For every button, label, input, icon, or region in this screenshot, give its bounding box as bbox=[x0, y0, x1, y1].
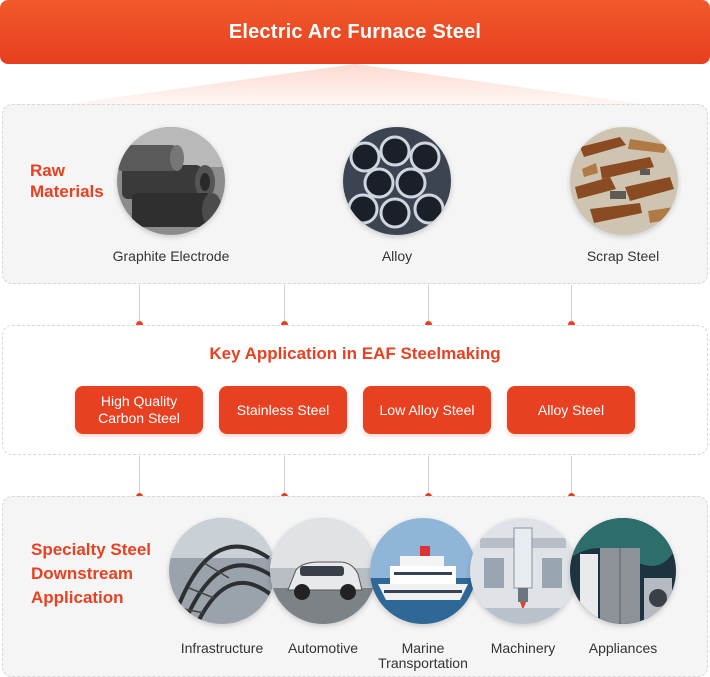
connector-line bbox=[571, 456, 572, 496]
downstream-application-title: Specialty Steel Downstream Application bbox=[31, 540, 152, 607]
connector-dot bbox=[568, 321, 575, 328]
connector-dot bbox=[281, 321, 288, 328]
downstream-label-appliances: Appliances bbox=[588, 640, 658, 656]
marine-photo bbox=[370, 518, 476, 624]
diagram-title-banner: Electric Arc Furnace Steel bbox=[0, 0, 710, 64]
application-pill-carbon-steel: High Quality Carbon Steel bbox=[75, 386, 203, 434]
raw-material-label-alloy: Alloy bbox=[381, 248, 413, 264]
raw-materials-title: Raw Materials bbox=[30, 161, 104, 201]
alloy-pipes-photo bbox=[343, 127, 451, 235]
automotive-photo bbox=[270, 518, 376, 624]
connector-line bbox=[428, 285, 429, 325]
appliances-photo bbox=[570, 518, 676, 624]
connector-line bbox=[139, 285, 140, 325]
connector-line bbox=[428, 456, 429, 496]
title-glow bbox=[40, 64, 670, 108]
application-pill-stainless-steel: Stainless Steel bbox=[219, 386, 347, 434]
downstream-label-machinery: Machinery bbox=[490, 640, 556, 656]
raw-material-label-scrap: Scrap Steel bbox=[586, 248, 660, 264]
downstream-label-marine: Marine Transportation bbox=[378, 640, 468, 671]
key-application-title: Key Application in EAF Steelmaking bbox=[209, 344, 501, 363]
connector-line bbox=[284, 285, 285, 325]
diagram-title: Electric Arc Furnace Steel bbox=[228, 20, 482, 43]
application-pill-alloy-steel: Alloy Steel bbox=[507, 386, 635, 434]
connector-dot bbox=[136, 321, 143, 328]
infrastructure-photo bbox=[169, 518, 275, 624]
connector-line bbox=[284, 456, 285, 496]
downstream-label-automotive: Automotive bbox=[287, 640, 359, 656]
downstream-label-infrastructure: Infrastructure bbox=[180, 640, 264, 656]
connector-dot bbox=[425, 321, 432, 328]
scrap-steel-photo bbox=[570, 127, 678, 235]
connector-line bbox=[139, 456, 140, 496]
raw-material-label-graphite: Graphite Electrode bbox=[112, 248, 230, 264]
graphite-electrode-photo bbox=[117, 127, 225, 235]
application-pill-low-alloy-steel: Low Alloy Steel bbox=[363, 386, 491, 434]
machinery-photo bbox=[470, 518, 576, 624]
connector-line bbox=[571, 285, 572, 325]
